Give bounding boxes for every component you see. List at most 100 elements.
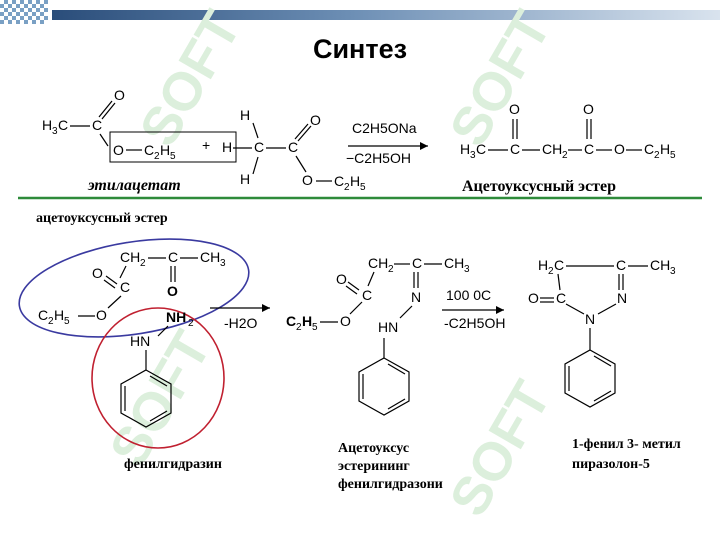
label-pyrazolone: 1-фенил 3- метил пиразолон-5	[572, 437, 684, 472]
svg-text:C: C	[254, 139, 264, 155]
svg-text:O: O	[509, 101, 520, 117]
label-ethyl-acetate: этилацетат	[87, 177, 181, 194]
svg-text:N: N	[411, 289, 421, 305]
svg-text:H: H	[54, 307, 64, 323]
svg-text:5: 5	[312, 322, 318, 333]
label-phenylhydrazine: фенилгидразин	[124, 457, 222, 472]
svg-text:O: O	[614, 141, 625, 157]
svg-text:2: 2	[48, 316, 54, 327]
svg-text:3: 3	[470, 150, 476, 161]
svg-text:5: 5	[170, 151, 176, 162]
title-bar-decoration	[52, 10, 720, 20]
svg-text:C: C	[92, 117, 102, 133]
svg-text:H: H	[160, 142, 170, 158]
label-hydrazone-line1: Ацетоуксус	[338, 441, 409, 456]
svg-text:C: C	[120, 279, 130, 295]
svg-text:O: O	[167, 283, 178, 299]
svg-text:C: C	[144, 142, 154, 158]
step1-condition: -H2O	[224, 315, 258, 331]
svg-text:C: C	[288, 139, 298, 155]
svg-text:N: N	[617, 290, 627, 306]
svg-text:C: C	[334, 173, 344, 189]
svg-text:CH: CH	[444, 255, 464, 271]
svg-text:H: H	[350, 173, 360, 189]
svg-text:H: H	[42, 117, 52, 133]
svg-text:NH: NH	[166, 309, 186, 325]
svg-text:O: O	[583, 101, 594, 117]
svg-text:C: C	[616, 257, 626, 273]
svg-text:C: C	[510, 141, 520, 157]
svg-text:O: O	[336, 271, 347, 287]
label-pyrazolone-line1: 1-фенил 3- метил	[572, 437, 681, 452]
svg-text:2: 2	[562, 150, 568, 161]
svg-text:2: 2	[188, 318, 194, 329]
svg-text:CH: CH	[120, 249, 140, 265]
svg-text:2: 2	[388, 264, 394, 275]
svg-text:2: 2	[654, 150, 660, 161]
label-acetoacetic-ester: Ацетоуксусный эстер	[462, 178, 616, 195]
svg-text:O: O	[113, 142, 124, 158]
svg-text:H: H	[240, 171, 250, 187]
svg-text:H: H	[538, 257, 548, 273]
svg-text:C: C	[584, 141, 594, 157]
svg-text:C: C	[286, 313, 296, 329]
svg-text:C: C	[58, 117, 68, 133]
svg-text:O: O	[302, 172, 313, 188]
svg-text:H: H	[240, 107, 250, 123]
svg-text:C: C	[556, 290, 566, 306]
svg-text:C: C	[644, 141, 654, 157]
svg-text:N: N	[585, 311, 595, 327]
slide-title: Синтез	[312, 34, 408, 64]
label-acetoacetic-ester-2: ацетоуксусный эстер	[36, 211, 168, 226]
svg-text:CH: CH	[200, 249, 220, 265]
svg-text:H: H	[460, 141, 470, 157]
corner-checker-decoration	[0, 0, 48, 24]
watermark: SOFT	[128, 1, 252, 156]
svg-text:C: C	[38, 307, 48, 323]
svg-text:H: H	[222, 139, 232, 155]
label-pyrazolone-line2: пиразолон-5	[572, 457, 650, 472]
svg-text:3: 3	[670, 266, 676, 277]
svg-text:O: O	[114, 87, 125, 103]
label-hydrazone-line3: фенилгидразони	[338, 477, 443, 492]
svg-text:C: C	[362, 287, 372, 303]
svg-text:2: 2	[154, 151, 160, 162]
svg-text:O: O	[92, 265, 103, 281]
reaction1-reagent-bottom: −C2H5OH	[346, 150, 411, 166]
svg-text:H: H	[302, 313, 312, 329]
svg-text:C: C	[476, 141, 486, 157]
svg-text:2: 2	[140, 258, 146, 269]
step2-condition-top: 100 0C	[446, 287, 491, 303]
highlight-ellipse-hydrazine	[91, 307, 225, 449]
svg-text:3: 3	[464, 264, 470, 275]
svg-text:O: O	[528, 290, 539, 306]
svg-text:C: C	[412, 255, 422, 271]
watermark: SOFT	[98, 321, 222, 476]
svg-text:C: C	[168, 249, 178, 265]
svg-text:3: 3	[52, 126, 58, 137]
label-hydrazone: Ацетоуксус эстерининг фенилгидразони	[338, 441, 443, 492]
step2-condition-bottom: -C2H5OH	[444, 315, 505, 331]
svg-text:2: 2	[296, 322, 302, 333]
svg-text:CH: CH	[650, 257, 670, 273]
svg-text:O: O	[340, 313, 351, 329]
svg-text:CH: CH	[368, 255, 388, 271]
reaction1-reagent-top: C2H5ONa	[352, 120, 417, 136]
watermark: SOFT	[438, 371, 562, 526]
highlight-ellipse-ester	[18, 238, 250, 338]
svg-text:HN: HN	[378, 319, 398, 335]
svg-text:3: 3	[220, 258, 226, 269]
svg-text:2: 2	[344, 182, 350, 193]
svg-text:5: 5	[64, 316, 70, 327]
svg-text:H: H	[660, 141, 670, 157]
label-hydrazone-line2: эстерининг	[338, 459, 410, 474]
svg-text:2: 2	[548, 266, 554, 277]
